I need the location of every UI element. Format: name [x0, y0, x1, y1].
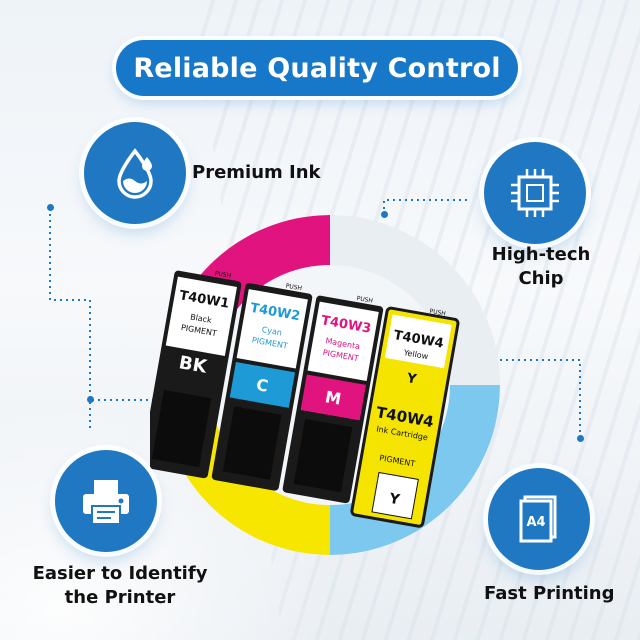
connector-dot [381, 211, 388, 218]
chip-icon [511, 169, 559, 217]
cartridge-cyan: T40W2 Cyan PIGMENT C PUSH [211, 283, 313, 491]
identify-printer-badge [55, 450, 157, 552]
printer-icon [83, 480, 129, 525]
cartridge-magenta-code: M [324, 387, 343, 408]
cartridge-yellow-code: Y [387, 491, 402, 509]
cartridge-cyan-push: PUSH [285, 283, 302, 293]
high-tech-chip-line1: High-tech [491, 244, 591, 265]
high-tech-chip-label: High-tech Chip [486, 243, 596, 291]
fast-printing-label: Fast Printing [484, 583, 615, 604]
cartridge-black-color: Black [189, 312, 212, 325]
cartridge-black: T40W1 Black PIGMENT BK PUSH [150, 270, 242, 479]
cartridge-black-push: PUSH [214, 270, 231, 280]
cartridge-yellow-push: PUSH [429, 308, 446, 318]
cartridge-graphic: T40W1 Black PIGMENT BK PUSH T40W2 Cyan P… [150, 215, 500, 555]
cartridge-black-code: BK [177, 352, 209, 378]
ink-drop-icon [117, 148, 153, 199]
cartridge-yellow-color: Yellow [402, 348, 429, 361]
fast-printing-badge: A4 [488, 468, 590, 570]
premium-ink-badge [84, 122, 186, 224]
high-tech-chip-line2: Chip [518, 268, 564, 289]
identify-printer-line2: the Printer [64, 587, 176, 608]
connector-dot [577, 435, 584, 442]
high-tech-chip-badge [484, 142, 586, 244]
cartridge-yellow: T40W4 Yellow Y T40W4 Ink Cartridge PIGME… [350, 306, 460, 528]
page-title: Reliable Quality Control [133, 52, 501, 84]
cartridge-magenta-push: PUSH [356, 295, 373, 305]
cartridge-cyan-color: Cyan [261, 325, 283, 337]
premium-ink-label: Premium Ink [192, 162, 321, 183]
title-banner: Reliable Quality Control [116, 40, 518, 96]
a4-paper-icon: A4 [519, 495, 557, 543]
svg-text:A4: A4 [526, 515, 545, 530]
connector-dot [47, 204, 54, 211]
connector-dot [87, 396, 94, 403]
identify-printer-line1: Easier to Identify [32, 563, 208, 584]
cartridge-yellow-code-top: Y [405, 371, 418, 388]
cartridge-cyan-code: C [255, 375, 270, 396]
identify-printer-label: Easier to Identify the Printer [20, 562, 220, 610]
cartridge-magenta: T40W3 Magenta PIGMENT M PUSH [282, 295, 384, 504]
